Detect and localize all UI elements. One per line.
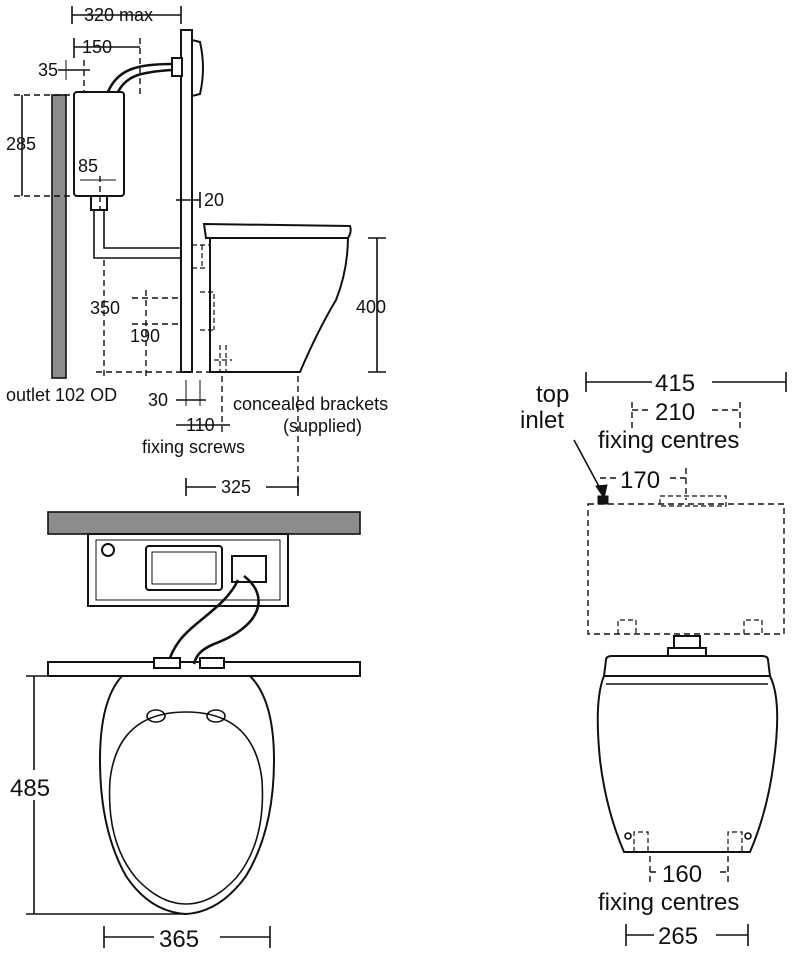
- front-cistern-foot: [617, 619, 637, 634]
- plan-seat-outline: [108, 711, 264, 905]
- dim-110: 110: [186, 415, 215, 435]
- dim-label-bg: [654, 922, 716, 948]
- dim-85: 85: [78, 156, 98, 176]
- front-pan-lid: [602, 655, 772, 677]
- plan-view: 485 365: [6, 511, 361, 953]
- hidden-bracket: [200, 291, 215, 331]
- front-view: 415 210 fixing centres top inlet 170: [520, 368, 787, 950]
- dim-320-max: 320 max: [84, 5, 153, 25]
- plan-flush-cable: [192, 574, 260, 665]
- front-cistern-valve-outline: [659, 495, 727, 507]
- dim-485: 485: [10, 775, 50, 802]
- front-flush-connector: [673, 635, 701, 649]
- dim-160: 160: [662, 861, 702, 888]
- flush-pipe: [93, 210, 181, 259]
- dim-30: 30: [148, 390, 168, 410]
- dim-label-bg: [658, 860, 716, 886]
- front-pan-fixing: [624, 832, 632, 840]
- plan-flush-cable: [166, 579, 240, 665]
- dim-265: 265: [658, 923, 698, 950]
- plan-hinge: [206, 709, 226, 723]
- flush-cable: [116, 68, 173, 93]
- dim-190: 190: [130, 326, 160, 346]
- dim-label-bg: [616, 466, 668, 492]
- dim-20: 20: [204, 190, 224, 210]
- dim-label-bg: [154, 924, 220, 952]
- wc-seat-lid: [202, 222, 352, 239]
- top-inlet-arrowhead: [595, 484, 608, 500]
- hidden-outlet: [192, 244, 210, 269]
- top-inlet-label-line1: top: [536, 381, 569, 408]
- plan-pan-outline: [98, 675, 276, 916]
- back-wall: [51, 94, 67, 379]
- plan-cistern-valve: [145, 545, 223, 591]
- mounting-frame-partition: [180, 29, 193, 373]
- dim-35: 35: [38, 60, 58, 80]
- dim-label-bg: [6, 770, 66, 800]
- front-pan-fixing: [744, 832, 752, 840]
- hidden-fixing-bracket: [633, 831, 649, 852]
- fixing-screws-label: fixing screws: [142, 437, 245, 457]
- outlet-label: outlet 102 OD: [6, 385, 117, 405]
- dim-label-bg: [216, 474, 266, 498]
- concealed-brackets-label: concealed brackets: [233, 394, 388, 414]
- dim-325: 325: [221, 477, 251, 497]
- top-inlet-label-line2: inlet: [520, 407, 564, 434]
- front-concealed-cistern: [587, 503, 785, 635]
- plan-connector: [199, 657, 225, 669]
- concealed-brackets-sub-label: (supplied): [283, 416, 362, 436]
- plan-cistern-valve-inner: [151, 551, 217, 585]
- wc-pan-side: [209, 235, 350, 373]
- dim-415: 415: [655, 370, 695, 397]
- dim-400: 400: [356, 297, 386, 317]
- plan-cistern-inlet: [231, 555, 267, 583]
- cistern-base-fitting: [90, 195, 108, 211]
- dim-350: 350: [90, 298, 120, 318]
- flush-button: [171, 57, 183, 77]
- dim-210: 210: [655, 399, 695, 426]
- hidden-fixing-bracket: [727, 831, 743, 852]
- front-pan-body: [596, 675, 779, 853]
- plan-back-wall: [47, 511, 361, 535]
- flush-cable: [106, 62, 173, 93]
- dim-365: 365: [159, 926, 199, 953]
- dim-label-bg: [652, 368, 712, 396]
- plan-cistern-fixing-hole: [101, 543, 115, 557]
- top-inlet-arrow: [573, 439, 603, 493]
- dim-285: 285: [6, 134, 36, 154]
- front-inlet-marker: [597, 495, 609, 505]
- dim-170: 170: [620, 467, 660, 494]
- dim-150: 150: [82, 37, 112, 57]
- fixing-centres-top-label: fixing centres: [598, 427, 739, 454]
- plan-hinge: [146, 709, 166, 723]
- dim-label-bg: [652, 398, 712, 424]
- side-view: 320 max 150 35 285 85 20 400 350: [6, 5, 388, 498]
- plan-connector: [153, 657, 181, 669]
- fixing-centres-bottom-label: fixing centres: [598, 889, 739, 916]
- front-flush-connector-collar: [667, 647, 707, 657]
- hidden-fixing: [214, 345, 232, 372]
- front-cistern-foot: [743, 619, 763, 634]
- plan-cistern-inner: [95, 539, 281, 601]
- flush-plate: [191, 38, 204, 98]
